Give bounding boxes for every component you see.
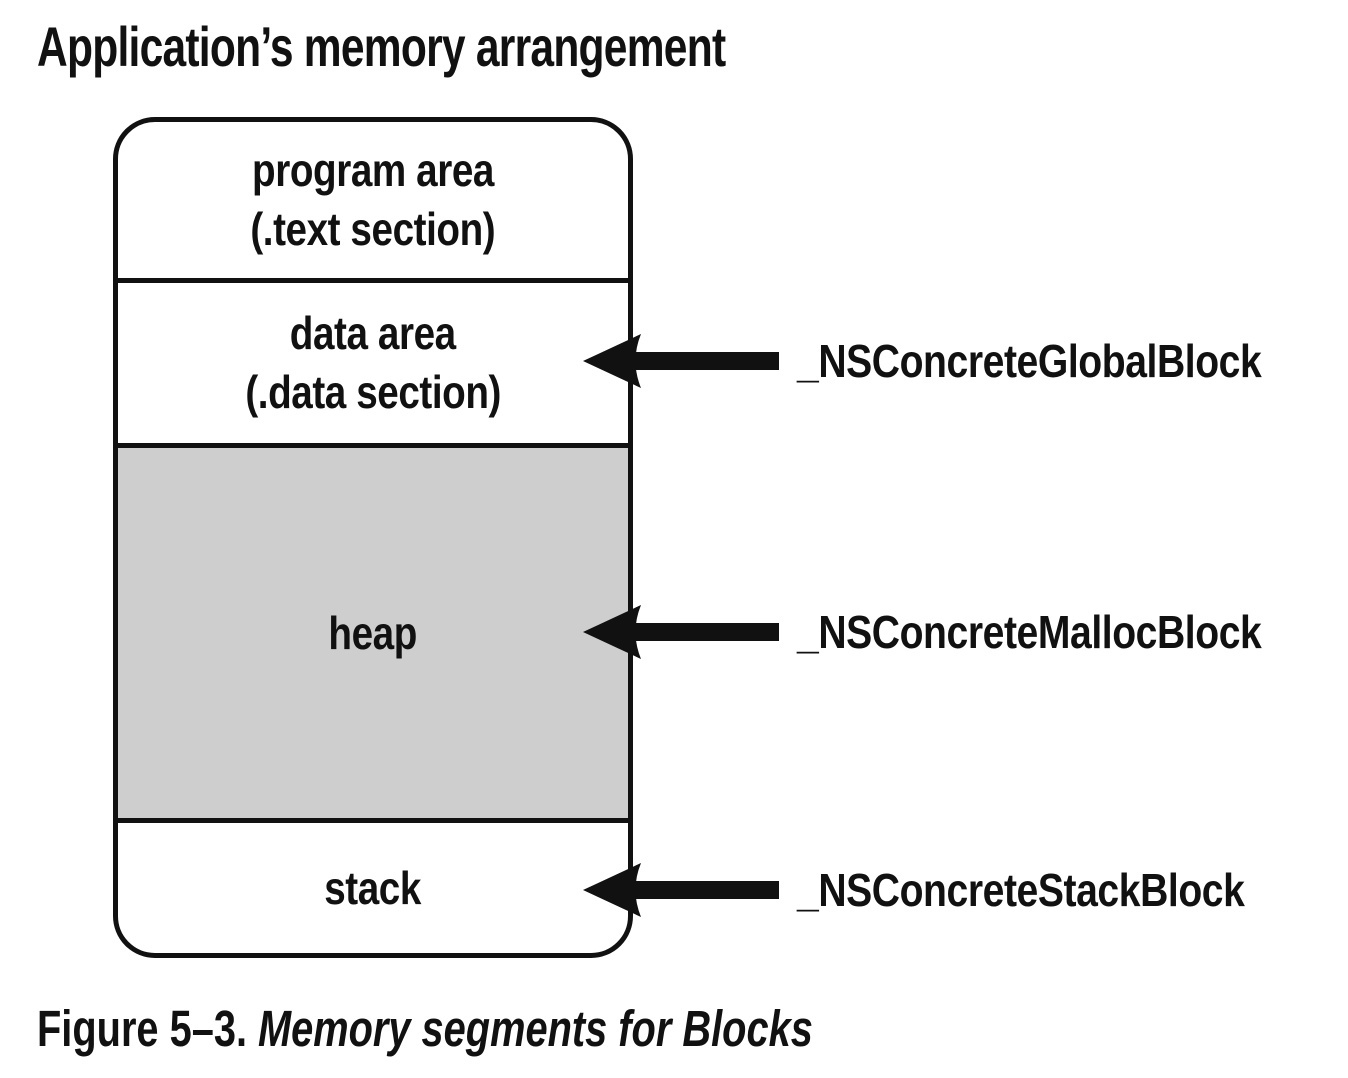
figure-caption: Figure 5–3.Memory segments for Blocks <box>37 1000 1032 1058</box>
annotation-label: _NSConcreteMallocBlock <box>797 606 1262 658</box>
section-stack: stack <box>118 818 628 953</box>
annotation-stack-block: _NSConcreteStackBlock <box>797 860 1323 920</box>
section-label-line: (.data section) <box>245 366 501 418</box>
diagram-title-text: Application’s memory arrangement <box>37 15 726 78</box>
section-heap: heap <box>118 443 628 818</box>
arrow-left-icon <box>583 863 779 917</box>
section-label-line: stack <box>324 861 422 914</box>
annotation-global-block: _NSConcreteGlobalBlock <box>797 331 1343 391</box>
section-data-area: data area (.data section) <box>118 278 628 443</box>
figure-caption-prefix: Figure 5–3. <box>37 1000 248 1057</box>
annotation-label: _NSConcreteGlobalBlock <box>797 335 1262 387</box>
arrow-left-icon <box>583 605 779 659</box>
annotation-label: _NSConcreteStackBlock <box>797 864 1245 916</box>
arrow-left-icon <box>583 334 779 388</box>
section-label-line: program area <box>252 144 494 196</box>
annotation-malloc-block: _NSConcreteMallocBlock <box>797 602 1343 662</box>
figure-caption-title: Memory segments for Blocks <box>257 1000 813 1057</box>
figure-caption-text: Figure 5–3.Memory segments for Blocks <box>37 1000 813 1058</box>
diagram-title: Application’s memory arrangement <box>37 18 943 76</box>
section-label-line: (.text section) <box>250 203 496 255</box>
section-program-area: program area (.text section) <box>118 122 628 278</box>
memory-box: program area (.text section) data area (… <box>113 117 633 958</box>
section-label-line: data area <box>290 307 456 359</box>
section-label-line: heap <box>328 606 418 659</box>
